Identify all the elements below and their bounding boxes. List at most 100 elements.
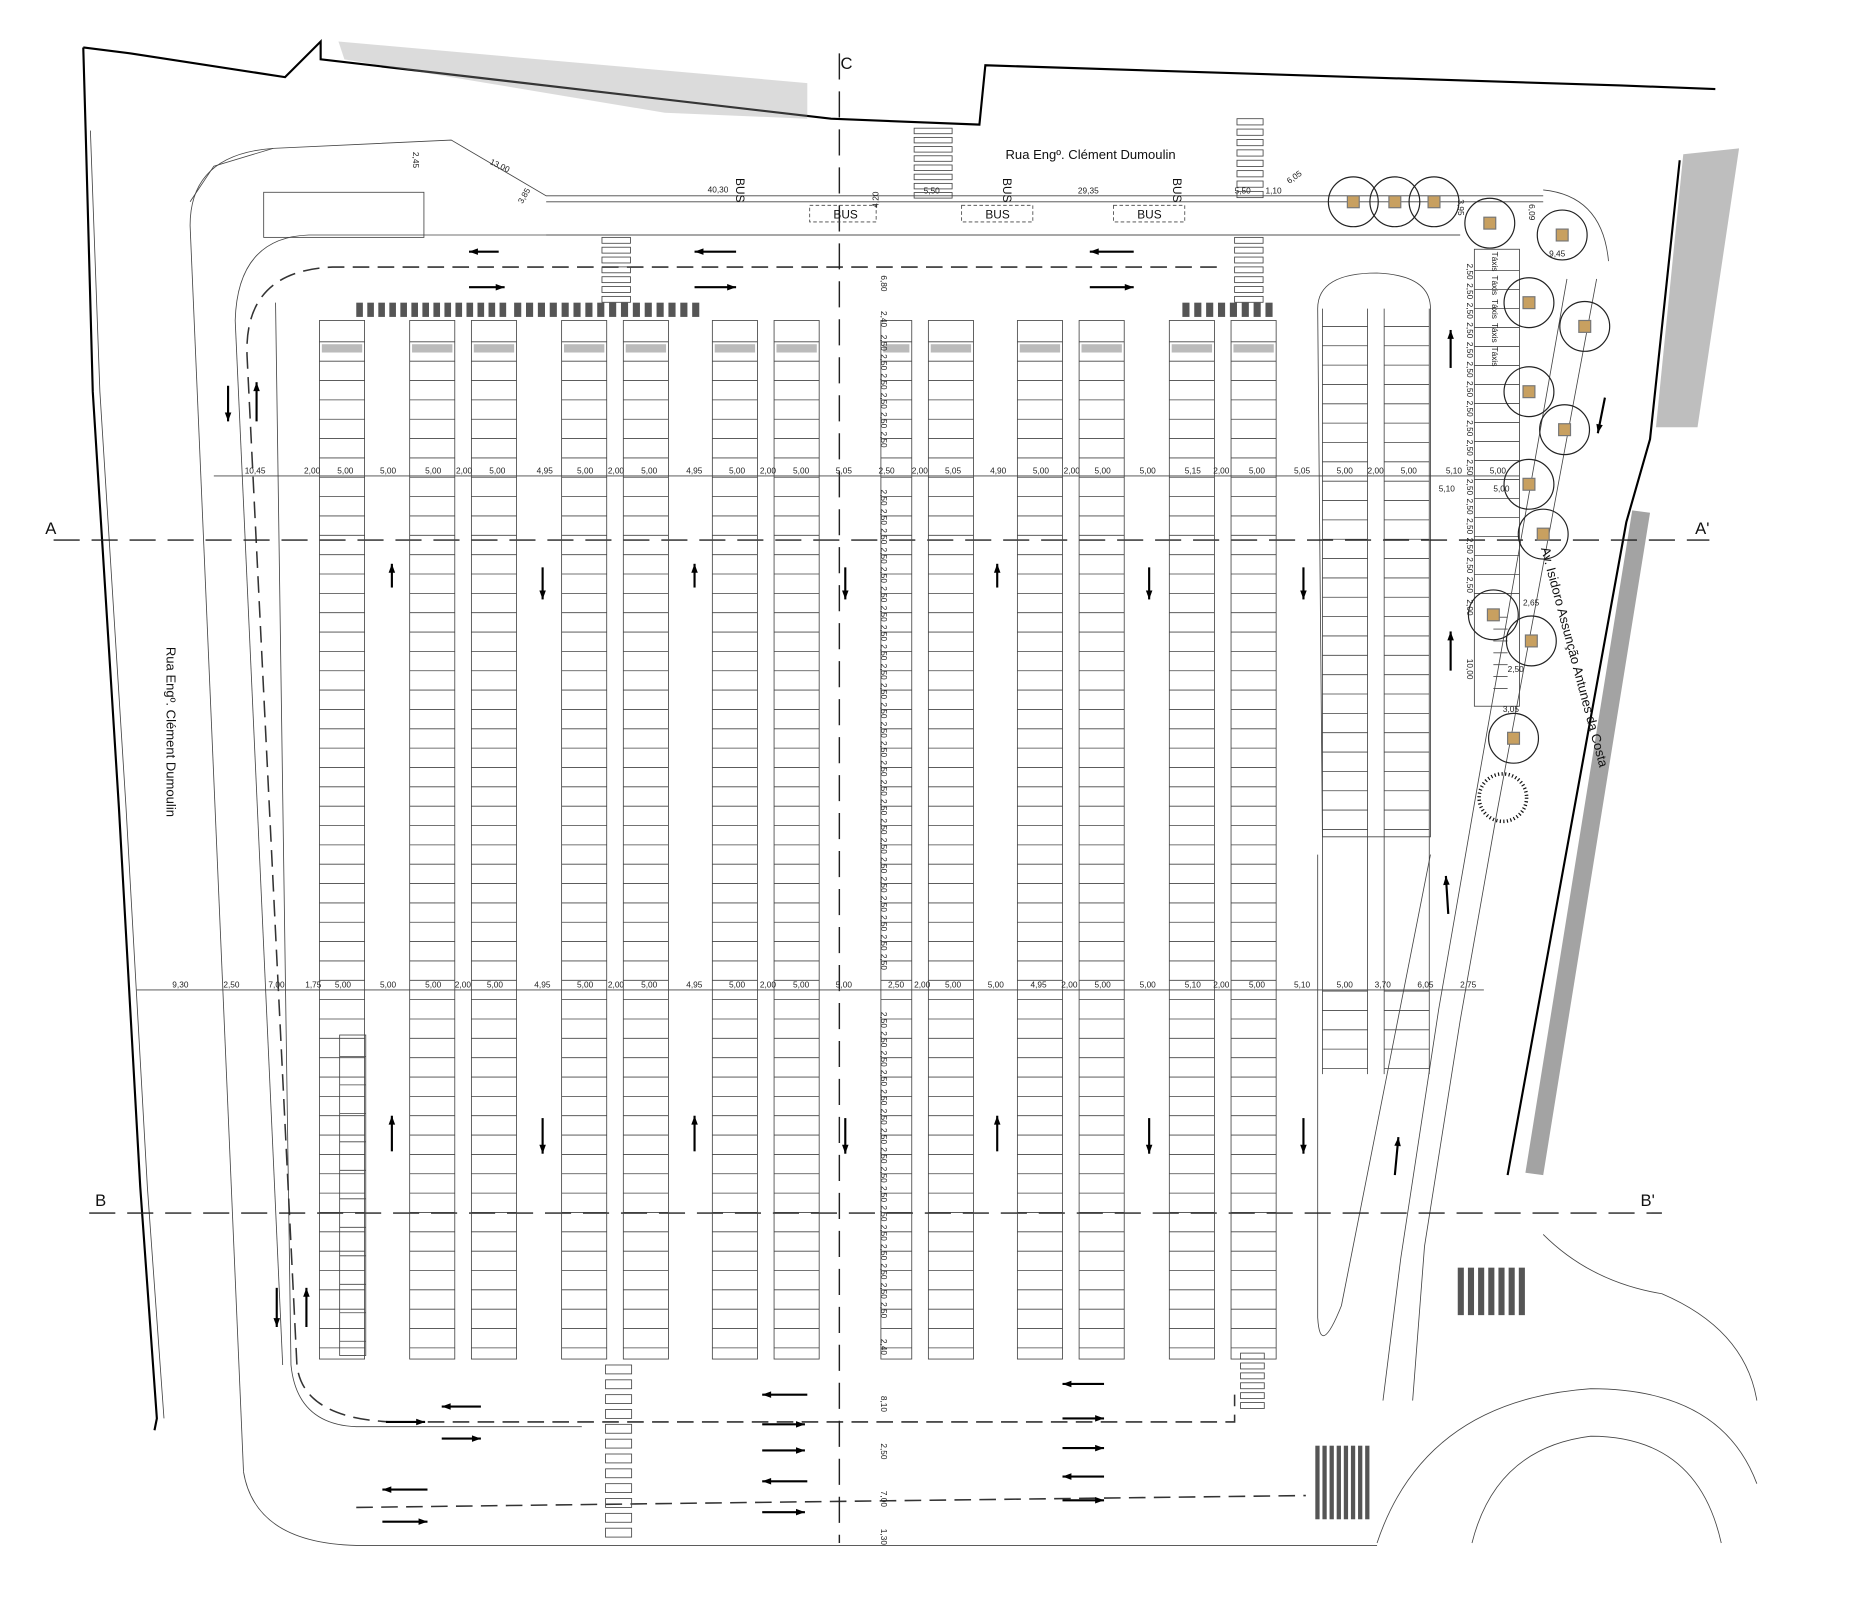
taxi-rank-outline <box>1473 248 1520 707</box>
stall-dim-label: 2,50 <box>879 528 889 545</box>
arrowhead-icon <box>691 563 698 573</box>
bus-road-marking: BUS <box>733 178 747 202</box>
stall-dim-label: 2,50 <box>879 896 889 913</box>
dim-label: 5,00 <box>1490 466 1507 476</box>
dim-label: 2,50 <box>888 980 905 990</box>
dim-label: 2,50 <box>1508 664 1525 674</box>
dim-label: 5,00 <box>836 980 853 990</box>
tree-canopy-icon <box>1327 176 1379 228</box>
crosswalk-stripe <box>1234 236 1264 244</box>
crosswalk-stripe <box>1343 1445 1349 1520</box>
arrowhead-icon <box>762 1391 772 1398</box>
dim: 5,50 <box>924 185 941 195</box>
site-boundaries <box>82 38 1758 1546</box>
crosswalk-stripe <box>1240 1372 1265 1380</box>
crosswalk-stripe <box>1229 302 1237 317</box>
dim-label: 5,00 <box>988 980 1005 990</box>
dim-label: 5,00 <box>729 980 746 990</box>
crosswalk-stripe <box>913 127 953 135</box>
crosswalk-stripe <box>1478 1267 1485 1316</box>
taxi-stall-dim: 2,50 <box>1465 518 1475 535</box>
crosswalk-stripe <box>356 302 363 317</box>
tree-pit-icon <box>1524 634 1538 648</box>
left-property-line-inner <box>89 130 165 1419</box>
stall-dim-label: 2,50 <box>879 412 889 429</box>
crosswalk-stripe <box>1236 159 1264 167</box>
crosswalk-stripe <box>913 136 953 144</box>
accessible-stall-hatch <box>1171 344 1213 353</box>
arrowhead-icon <box>253 382 260 392</box>
dim-label: 5,00 <box>793 466 810 476</box>
taxi-stall-dim: 2,50 <box>1465 557 1475 574</box>
taxi-label: Táxis <box>1490 323 1500 343</box>
stall-dim-label: 2,50 <box>879 857 889 874</box>
crosswalk-stripe <box>1336 1445 1341 1520</box>
crosswalk-stripe <box>585 302 593 317</box>
crosswalk-stripe <box>1234 295 1264 303</box>
crosswalk-stripe <box>605 1438 633 1449</box>
accessible-stall-hatch <box>412 344 453 353</box>
street-name-right: Av. Isidoro Assunção Antunes da Costa <box>1538 545 1611 769</box>
crosswalk-stripe <box>1365 1445 1370 1520</box>
accessible-stall-hatch <box>321 344 363 353</box>
dim-label: 5,10 <box>1446 466 1463 476</box>
dim-label: 5,00 <box>1249 980 1266 990</box>
section-label-a: A <box>45 519 57 538</box>
taxi-label: Táxis <box>1490 347 1500 367</box>
stall-dim-label: 2,50 <box>879 799 889 816</box>
arrowhead-icon <box>539 1144 546 1154</box>
crosswalk-stripe <box>1236 190 1264 199</box>
crosswalk-stripe <box>1234 246 1264 254</box>
crosswalk-stripe <box>605 1409 633 1419</box>
arrowhead-icon <box>993 1115 1001 1125</box>
dim-label: 5,00 <box>641 466 658 476</box>
stall-dim-label: 2,50 <box>879 760 889 777</box>
dim-label: 2,00 <box>456 466 473 476</box>
arrowhead-icon <box>1145 1144 1153 1154</box>
crosswalk-stripe <box>1457 1267 1464 1316</box>
crosswalk-stripe <box>1315 1445 1320 1520</box>
crosswalk-stripe <box>1182 302 1190 317</box>
bus-stop-1 <box>809 204 877 223</box>
left-property-line <box>82 47 158 1431</box>
crosswalk-stripe <box>466 302 474 317</box>
accessible-stall-hatch <box>1081 344 1122 353</box>
arrowhead-icon <box>303 1287 310 1297</box>
stall-dim-label: 2,50 <box>879 1128 889 1145</box>
dim-label: 2,00 <box>1465 599 1475 616</box>
accessible-stall-hatch <box>776 344 817 353</box>
tree-pit-icon <box>1486 608 1500 622</box>
stall-dim-label: 2,50 <box>879 373 889 390</box>
dim-label: 5,00 <box>425 980 442 990</box>
crosswalk-stripe <box>1240 1392 1265 1400</box>
dim-label: 5,00 <box>1337 980 1354 990</box>
tree-canopy-icon <box>1503 366 1555 418</box>
arrowhead-icon <box>471 1435 481 1442</box>
crosswalk-stripe <box>499 302 507 317</box>
stall-dim-label: 2,50 <box>879 335 889 352</box>
crosswalk-stripe <box>601 266 631 274</box>
arrowhead-icon <box>539 590 546 600</box>
dim-label: 6,80 <box>879 275 889 292</box>
accessible-stall-hatch <box>473 344 515 353</box>
tree-pit-icon <box>1427 195 1441 209</box>
arrowhead-icon <box>694 248 704 255</box>
dim: 1,10 <box>1265 185 1282 195</box>
left-road-bottom-curve <box>243 1471 1378 1546</box>
stall-dim-label: 2,50 <box>879 664 889 681</box>
arrowhead-icon <box>1300 590 1307 600</box>
taxi-stall-dim: 2,50 <box>1465 361 1475 378</box>
lane-divider-top <box>246 266 1236 1423</box>
street-name-left: Rua Engº. Clément Dumoulin <box>163 647 178 817</box>
tree-canopy-icon <box>1408 176 1460 228</box>
accessible-stall-hatch <box>714 344 756 353</box>
dim-label: 5,00 <box>1033 466 1050 476</box>
stall-dim-label: 2,50 <box>879 1109 889 1126</box>
arrowhead-icon <box>388 563 396 573</box>
dim-label: 5,05 <box>945 466 962 476</box>
stall-dim-label: 2,50 <box>879 1283 889 1300</box>
tree-pit-icon <box>1558 423 1572 437</box>
arrowhead-icon <box>1095 1444 1105 1452</box>
crosswalk-stripe <box>1194 302 1202 317</box>
